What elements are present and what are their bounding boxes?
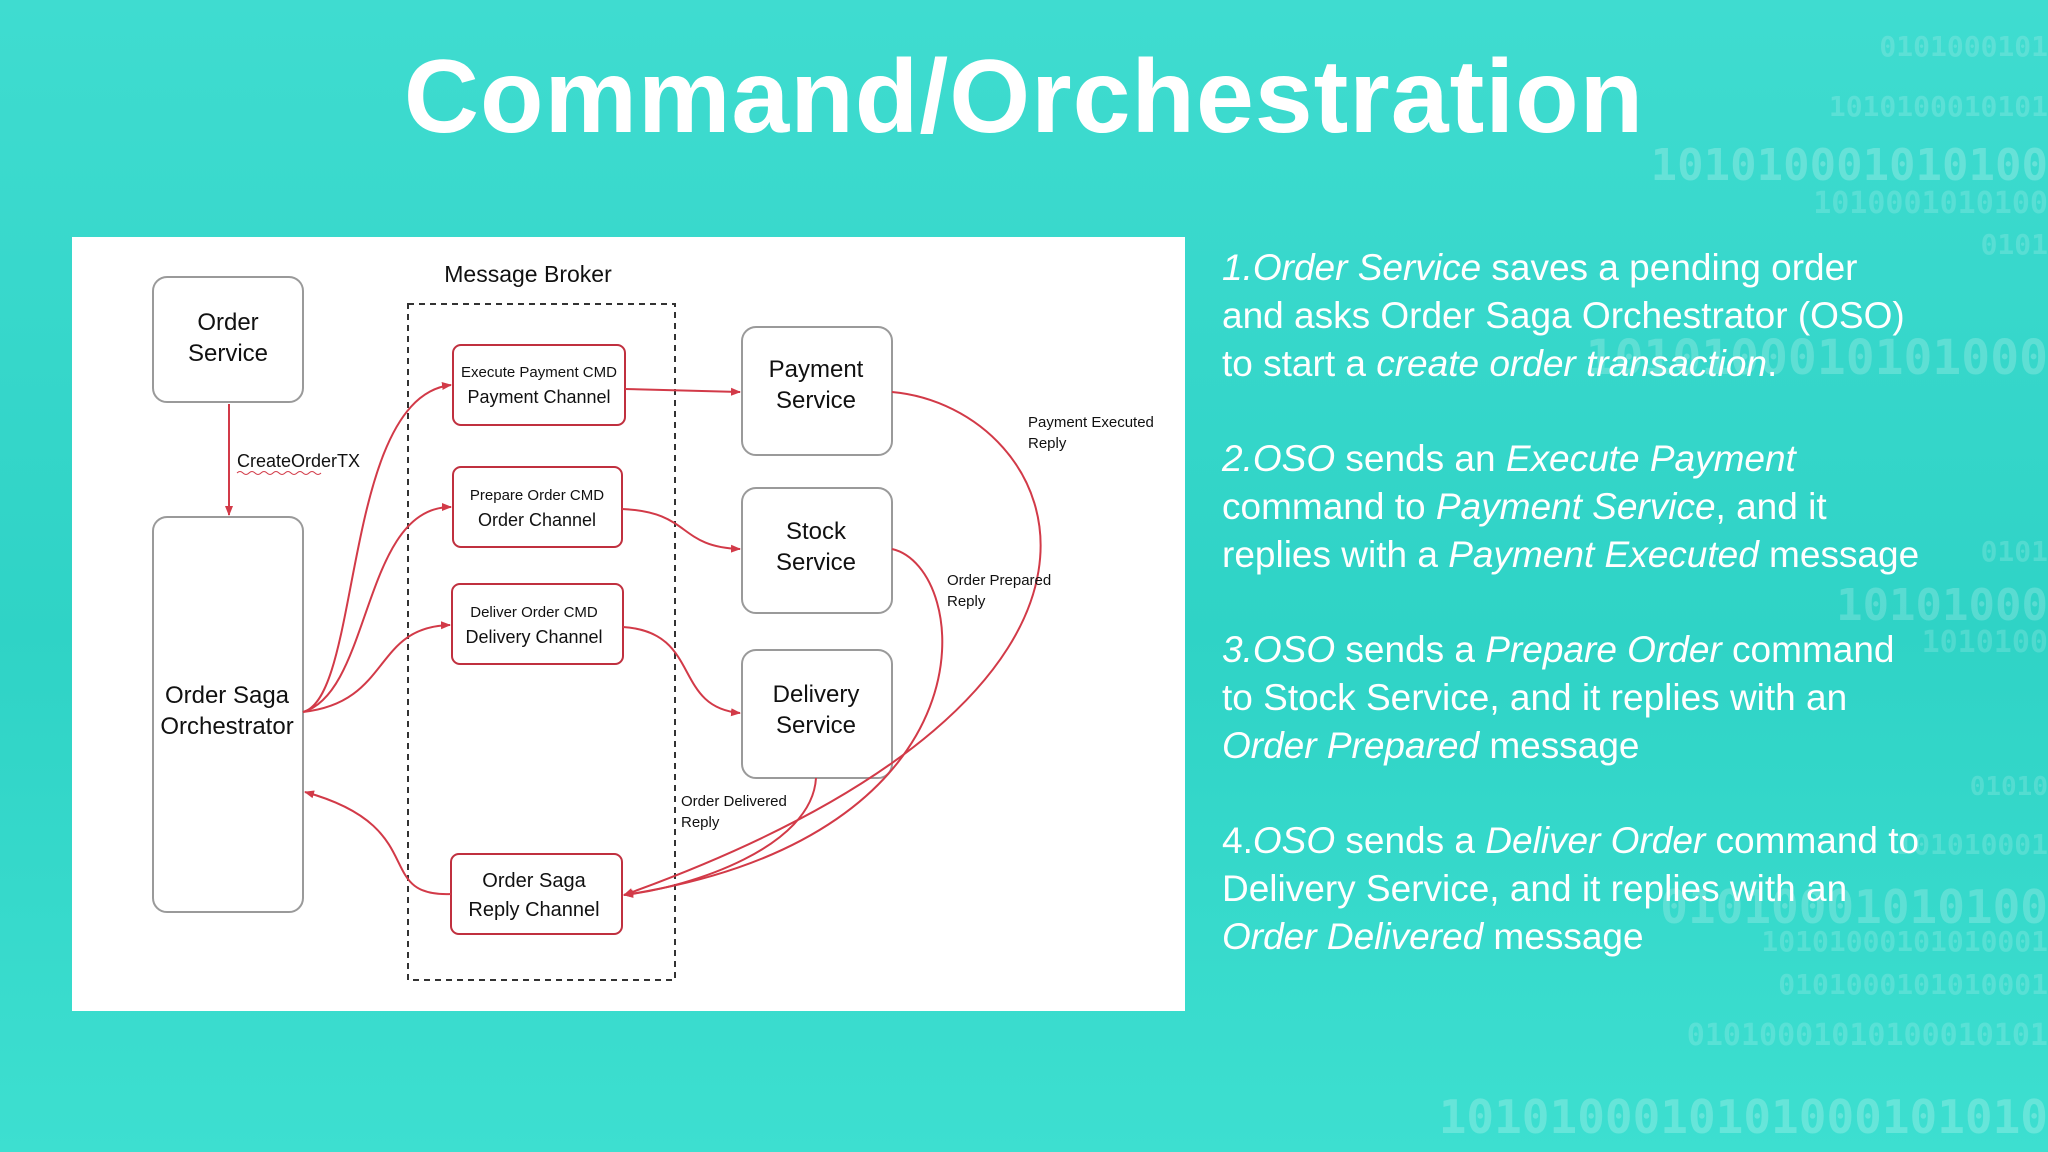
reply-channel-box: Order Saga Reply Channel: [450, 853, 623, 935]
step-text: saves a pending order and asks Order Sag…: [1222, 247, 1905, 384]
reply-to-orchestrator-arrow: [304, 790, 452, 896]
reply-channel-line1: Order Saga: [482, 870, 586, 892]
stock-service-label-line1: Stock: [786, 518, 847, 545]
broker-title: Message Broker: [444, 261, 612, 287]
step-text: message: [1479, 725, 1640, 766]
orchestrator-label-line2: Orchestrator: [160, 713, 293, 740]
step-text: message: [1483, 916, 1644, 957]
payment-service-label-line1: Payment: [769, 356, 864, 383]
orchestrator-box: Order Saga Orchestrator: [152, 516, 304, 913]
emphasis: Execute Payment: [1505, 438, 1796, 479]
order-service-label-line1: Order: [197, 309, 258, 336]
binary-line: 101010001: [1896, 828, 2048, 861]
binary-line: 1010100: [1921, 625, 2048, 660]
binary-line: 0101: [1980, 228, 2048, 261]
order-reply-label-line1: Order Prepared: [947, 572, 1051, 589]
binary-line: 0101: [1980, 535, 2048, 568]
binary-line: 01010: [1969, 772, 2048, 802]
step-2: 2.OSO sends an Execute Payment command t…: [1222, 435, 1922, 579]
step-text: command to Delivery Service, and it repl…: [1222, 820, 1920, 909]
binary-line: 0101000101: [1879, 30, 2048, 63]
delivery-channel-cmd: Deliver Order CMD: [470, 604, 598, 621]
binary-line: 1010100010101000101010: [1438, 1090, 2048, 1144]
spell-underline: [236, 471, 322, 475]
delivery-channel-to-service: [622, 626, 741, 717]
order-channel-name: Order Channel: [478, 510, 596, 530]
emphasis: Payment Executed: [1448, 534, 1759, 575]
payment-service-box: Payment Service: [741, 326, 893, 456]
binary-line: 1010100010101: [1828, 90, 2048, 123]
step-text: message: [1758, 534, 1920, 575]
create-order-label: CreateOrderTX: [237, 451, 360, 471]
payment-channel-to-service: [624, 387, 741, 396]
step-text: .: [1767, 343, 1778, 384]
stock-service-box: Stock Service: [741, 487, 893, 614]
emphasis: Order Delivered: [1222, 916, 1484, 957]
order-channel-to-service: [621, 508, 741, 553]
order-service-box: Order Service: [152, 276, 304, 403]
step-1: 1.Order Service saves a pending order an…: [1222, 244, 1922, 388]
cmd-arrow-order: [302, 503, 452, 713]
payment-reply-label-line1: Payment Executed: [1028, 414, 1154, 431]
delivery-channel-box: Deliver Order CMD Delivery Channel: [451, 583, 624, 665]
binary-line: 10101000: [1836, 580, 2048, 631]
emphasis: Prepare Order: [1485, 629, 1722, 670]
step-text: , and it replies with a: [1222, 486, 1827, 575]
message-broker-boundary: [407, 303, 676, 981]
order-channel-cmd: Prepare Order CMD: [470, 487, 604, 504]
slide-title: Command/Orchestration: [403, 39, 1645, 155]
delivery-reply-label-line1: Order Delivered: [681, 793, 787, 810]
cmd-arrow-payment: [302, 382, 452, 713]
reply-arrow-payment: [623, 391, 1042, 896]
delivery-channel-name: Delivery Channel: [465, 627, 602, 647]
delivery-service-label-line1: Delivery: [773, 681, 860, 708]
reply-channel-line2: Reply Channel: [468, 899, 599, 921]
binary-line: 01010001010100: [1660, 880, 2048, 934]
step-text: command to Stock Service, and it replies…: [1222, 629, 1895, 718]
emphasis: create order transaction: [1376, 343, 1767, 384]
step-number: 3.: [1222, 629, 1253, 670]
step-number: 4.: [1222, 820, 1253, 861]
explanation-list: 1.Order Service saves a pending order an…: [1222, 244, 1922, 1008]
payment-service-label-line2: Service: [776, 387, 856, 414]
emphasis: Payment Service: [1435, 486, 1716, 527]
delivery-service-box: Delivery Service: [741, 649, 893, 779]
payment-channel-name: Payment Channel: [467, 387, 610, 407]
emphasis: Deliver Order: [1485, 820, 1706, 861]
delivery-reply-label-line2: Reply: [681, 814, 720, 831]
binary-line: 01010001010100010101: [1686, 1018, 2048, 1053]
order-reply-label-line2: Reply: [947, 593, 986, 610]
step-text: sends a: [1335, 629, 1486, 670]
binary-line: 1010100010101000: [1585, 330, 2048, 386]
order-channel-box: Prepare Order CMD Order Channel: [452, 466, 623, 548]
emphasis: Order Prepared: [1222, 725, 1480, 766]
step-text: sends an: [1335, 438, 1506, 479]
emphasis: Order Service: [1252, 247, 1482, 288]
emphasis: OSO: [1252, 629, 1336, 670]
payment-reply-label-line2: Reply: [1028, 435, 1067, 452]
step-number: 2.: [1222, 438, 1253, 479]
diagram-svg: Message Broker Order Service Order Saga …: [152, 261, 1154, 981]
payment-channel-box: Execute Payment CMD Payment Channel: [452, 344, 626, 426]
payment-channel-cmd: Execute Payment CMD: [461, 364, 617, 381]
architecture-diagram: Message Broker Order Service Order Saga …: [72, 237, 1185, 1011]
stock-service-label-line2: Service: [776, 549, 856, 576]
step-text: sends a: [1335, 820, 1486, 861]
cmd-arrow-delivery: [302, 621, 451, 713]
emphasis: OSO: [1252, 438, 1336, 479]
reply-arrow-order: [623, 548, 944, 898]
step-3: 3.OSO sends a Prepare Order command to S…: [1222, 626, 1922, 770]
orchestrator-label-line1: Order Saga: [165, 682, 290, 709]
binary-line: 1010001010100: [1813, 186, 2048, 221]
step-text: command to: [1222, 486, 1436, 527]
binary-line: 101010001010100: [1650, 140, 2048, 191]
reply-arrow-delivery: [623, 777, 817, 898]
binary-line: 10101000101010001: [1761, 925, 2048, 958]
order-service-label-line2: Service: [188, 340, 268, 367]
emphasis: OSO: [1252, 820, 1336, 861]
binary-line: 0101000101010001: [1778, 968, 2048, 1001]
step-number: 1.: [1222, 247, 1253, 288]
step-4: 4.OSO sends a Deliver Order command to D…: [1222, 817, 1922, 961]
delivery-service-label-line2: Service: [776, 712, 856, 739]
